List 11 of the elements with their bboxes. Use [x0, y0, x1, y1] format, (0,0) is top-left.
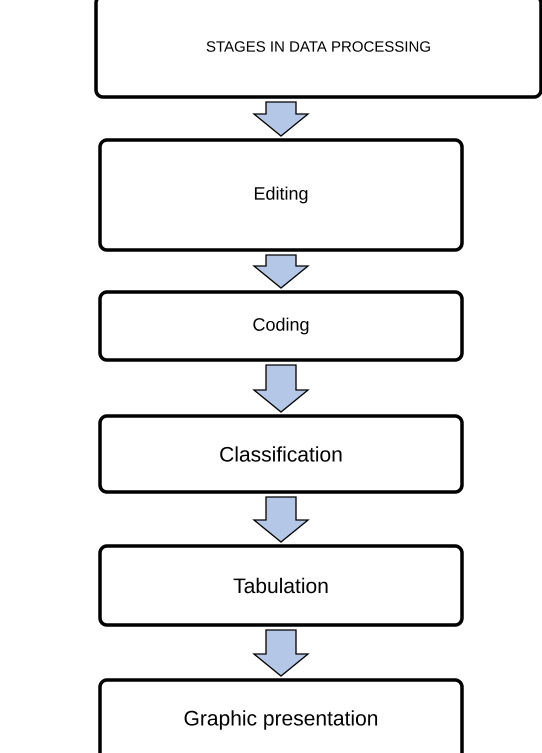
- block-arrow: [252, 254, 310, 289]
- process-box: STAGES IN DATA PROCESSING: [94, 0, 542, 99]
- block-arrow: [252, 364, 310, 413]
- process-box: Coding: [98, 290, 464, 362]
- process-box: Editing: [98, 138, 464, 252]
- block-arrow: [252, 101, 310, 137]
- block-arrow: [252, 496, 310, 543]
- process-box: Classification: [98, 414, 464, 494]
- block-arrow: [252, 629, 310, 677]
- process-box: Tabulation: [98, 544, 464, 627]
- process-box: Graphic presentation: [98, 678, 464, 753]
